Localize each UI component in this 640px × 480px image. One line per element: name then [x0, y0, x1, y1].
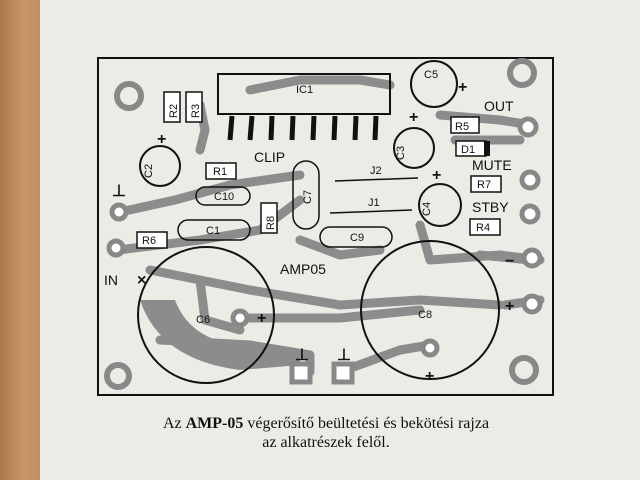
- d1-band: [484, 141, 490, 156]
- c7-label: C7: [302, 190, 314, 204]
- r3-resistor: [185, 91, 203, 123]
- c5-capacitor: [410, 60, 458, 108]
- power-plus: +: [505, 298, 514, 315]
- c9-capacitor: [319, 226, 393, 248]
- r4-resistor: [469, 218, 501, 236]
- c2-plus: +: [157, 131, 166, 148]
- r5-resistor: [450, 116, 480, 134]
- caption-prefix: Az: [162, 415, 186, 432]
- ic1-pins: [227, 115, 379, 141]
- r6-label: R6: [142, 235, 156, 247]
- ground-symbol-bottom-2: ⊥: [337, 347, 351, 364]
- r4-label: R4: [476, 222, 490, 234]
- amp05-label: AMP05: [280, 261, 326, 277]
- r8-label: R8: [265, 216, 277, 230]
- j1-jumper: [329, 209, 413, 214]
- ground-pad-bottom-2: [331, 361, 355, 385]
- c4-label: C4: [421, 202, 433, 216]
- out-label: OUT: [484, 98, 514, 114]
- power-minus: −: [505, 253, 514, 270]
- r2-label: R2: [168, 104, 180, 118]
- c4-capacitor: [418, 183, 462, 227]
- c1-capacitor: [177, 219, 251, 241]
- r1-resistor: [205, 162, 237, 180]
- mute-pad: [519, 169, 541, 191]
- stby-pad: [519, 203, 541, 225]
- r3-label: R3: [190, 104, 202, 118]
- c3-label: C3: [395, 146, 407, 160]
- ground-pad-left: [109, 202, 129, 222]
- j2-jumper: [334, 177, 419, 182]
- d1-label: D1: [461, 144, 475, 156]
- caption-bold: AMP-05: [185, 415, 244, 432]
- ic1-outline: [217, 73, 391, 115]
- figure-caption: Az AMP-05 végerősítő beültetési és beköt…: [96, 414, 556, 452]
- c8-capacitor: [360, 240, 500, 380]
- r5-label: R5: [455, 121, 469, 133]
- r6-resistor: [136, 231, 168, 249]
- power-plus-pad: [521, 293, 543, 315]
- caption-line-2: az alkatrészek felől.: [262, 434, 390, 451]
- c6-plus: +: [257, 310, 266, 327]
- c6-label: C6: [196, 314, 210, 326]
- r1-label: R1: [213, 166, 227, 178]
- caption-line-1: Az AMP-05 végerősítő beültetési és beköt…: [96, 414, 556, 433]
- c1-label: C1: [206, 225, 220, 237]
- c2-label: C2: [143, 164, 155, 178]
- stby-label: STBY: [472, 199, 509, 215]
- in-pad: [106, 238, 126, 258]
- ground-symbol-left: ⊥: [112, 183, 126, 200]
- c3-capacitor: [393, 127, 435, 169]
- ground-symbol-bottom-1: ⊥: [295, 347, 309, 364]
- c2-capacitor: [139, 145, 181, 187]
- c9-label: C9: [350, 232, 364, 244]
- r7-label: R7: [477, 179, 491, 191]
- r8-resistor: [260, 202, 278, 234]
- j2-label: J2: [370, 165, 382, 177]
- c10-capacitor: [195, 186, 251, 206]
- ground-pour: [140, 300, 300, 370]
- c8-label: C8: [418, 309, 432, 321]
- out-pad: [517, 116, 539, 138]
- c6-pad: [230, 308, 250, 328]
- c6-capacitor: [137, 246, 275, 384]
- ic1-label: IC1: [296, 84, 313, 96]
- c5-label: C5: [424, 69, 438, 81]
- r2-resistor: [163, 91, 181, 123]
- caption-line1-rest: végerősítő beültetési és bekötési rajza: [243, 415, 490, 432]
- j1-label: J1: [368, 197, 380, 209]
- c4-plus: +: [432, 167, 441, 184]
- board-outline: [97, 57, 554, 396]
- power-minus-pad: [521, 247, 543, 269]
- c10-label: C10: [214, 191, 234, 203]
- ground-pad-bottom-1: [289, 361, 313, 385]
- c5-plus: +: [458, 79, 467, 96]
- in-label: IN: [104, 272, 118, 288]
- c8-pad: [420, 338, 440, 358]
- c3-plus: +: [409, 109, 418, 126]
- clip-label: CLIP: [254, 149, 285, 165]
- r7-resistor: [470, 175, 502, 193]
- c8-plus: +: [425, 368, 434, 385]
- mounting-holes: [104, 58, 539, 390]
- in-cross: ×: [137, 272, 146, 289]
- c7-capacitor: [292, 160, 320, 230]
- mute-label: MUTE: [472, 157, 512, 173]
